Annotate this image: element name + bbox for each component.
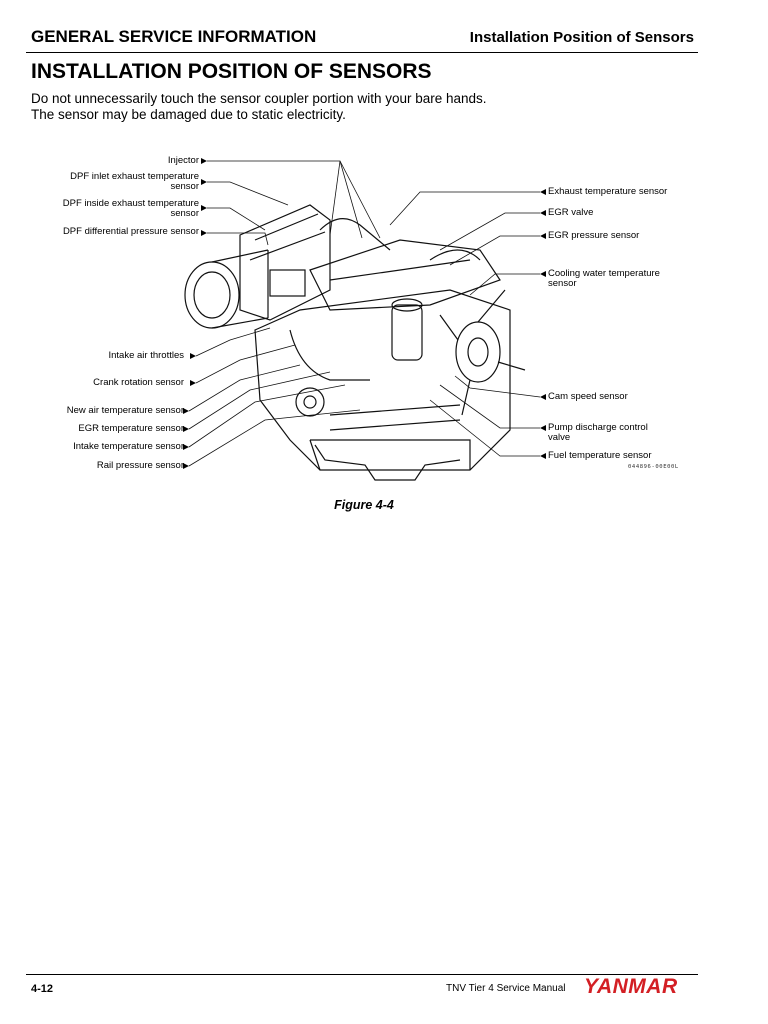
intro-text: Do not unnecessarily touch the sensor co…: [31, 91, 487, 123]
engine-illustration: [183, 158, 546, 481]
page-title: INSTALLATION POSITION OF SENSORS: [31, 60, 432, 83]
figure-image-code: 044896-00E00L: [628, 464, 679, 470]
label-intake-air-throttles: Intake air throttles: [108, 350, 184, 361]
label-exhaust-temperature-sensor: Exhaust temperature sensor: [548, 186, 668, 197]
label-injector: Injector: [167, 155, 199, 166]
label-dpf-differential-pressure-sensor: DPF differential pressure sensor: [62, 226, 199, 237]
intro-line-2: The sensor may be damaged due to static …: [31, 107, 346, 122]
right-leader-lines: [389, 191, 541, 457]
label-egr-pressure-sensor: EGR pressure sensor: [548, 230, 640, 241]
yanmar-logo: YANMAR: [584, 975, 678, 998]
label-cam-speed-sensor: Cam speed sensor: [548, 391, 628, 402]
label-new-air-temperature-sensor: New air temperature sensor: [66, 405, 184, 416]
manual-title: TNV Tier 4 Service Manual: [446, 983, 566, 994]
right-arrowheads: [540, 189, 546, 459]
label-egr-valve: EGR valve: [548, 207, 594, 218]
intro-line-1: Do not unnecessarily touch the sensor co…: [31, 91, 487, 106]
footer-rule: [26, 974, 698, 975]
label-fuel-temperature-sensor: Fuel temperature sensor: [548, 450, 652, 461]
header-section-title: GENERAL SERVICE INFORMATION: [31, 27, 317, 46]
page-number: 4-12: [31, 983, 54, 995]
left-arrowheads: [183, 158, 207, 469]
header-rule: [26, 52, 698, 53]
left-leader-lines: [188, 160, 381, 467]
label-egr-temperature-sensor: EGR temperature sensor: [78, 423, 184, 434]
label-crank-rotation-sensor: Crank rotation sensor: [93, 377, 184, 388]
label-intake-temperature-sensor: Intake temperature sensor: [73, 441, 184, 452]
header-topic-title: Installation Position of Sensors: [469, 29, 694, 46]
label-rail-pressure-sensor: Rail pressure sensor: [96, 460, 184, 471]
engine-drawing: [184, 204, 526, 481]
figure-caption: Figure 4-4: [334, 498, 394, 512]
